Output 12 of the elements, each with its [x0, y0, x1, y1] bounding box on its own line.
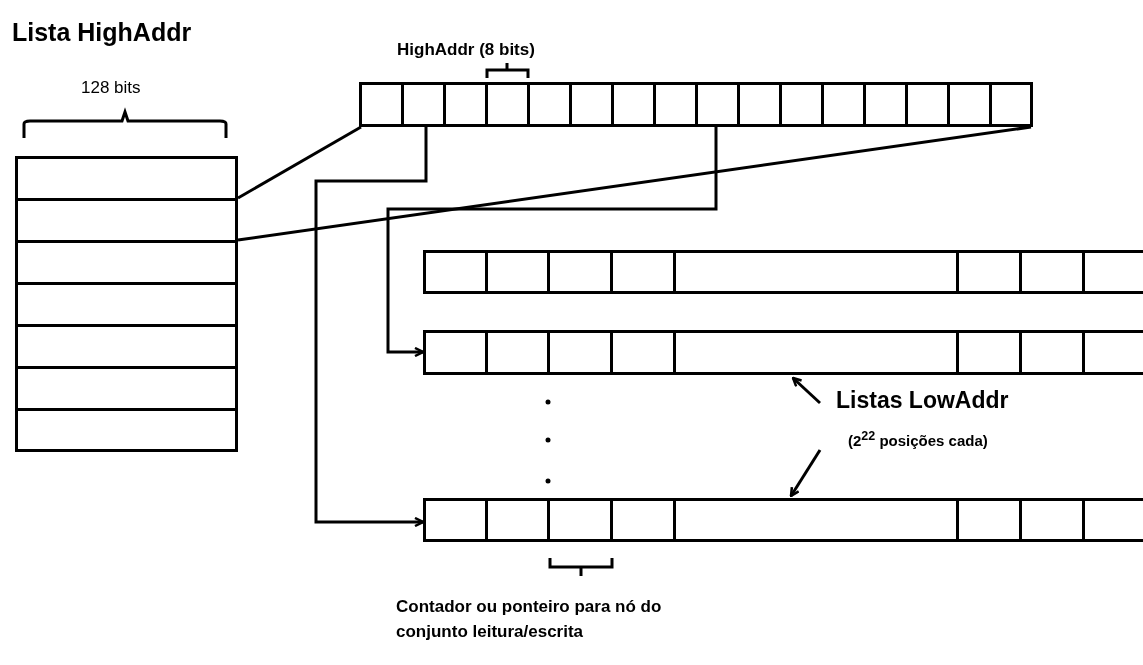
note-text: Contador ou ponteiro para nó do conjunto leitura/escrita	[396, 596, 663, 643]
callout-title: Listas LowAddr	[836, 387, 1009, 414]
leader-arrow	[789, 449, 822, 498]
heading: HighAddr (8 bits)	[397, 40, 535, 60]
leader-arrow	[791, 376, 821, 405]
arrow	[386, 127, 718, 358]
zoom-line	[237, 125, 1032, 242]
zoom-line	[237, 125, 362, 200]
heading: Lista HighAddr	[12, 18, 192, 47]
arrow	[314, 127, 428, 528]
dimension-label: 128 bits	[81, 77, 141, 99]
callout-subtitle: (2$^{22}$ posições cada)	[848, 429, 988, 449]
